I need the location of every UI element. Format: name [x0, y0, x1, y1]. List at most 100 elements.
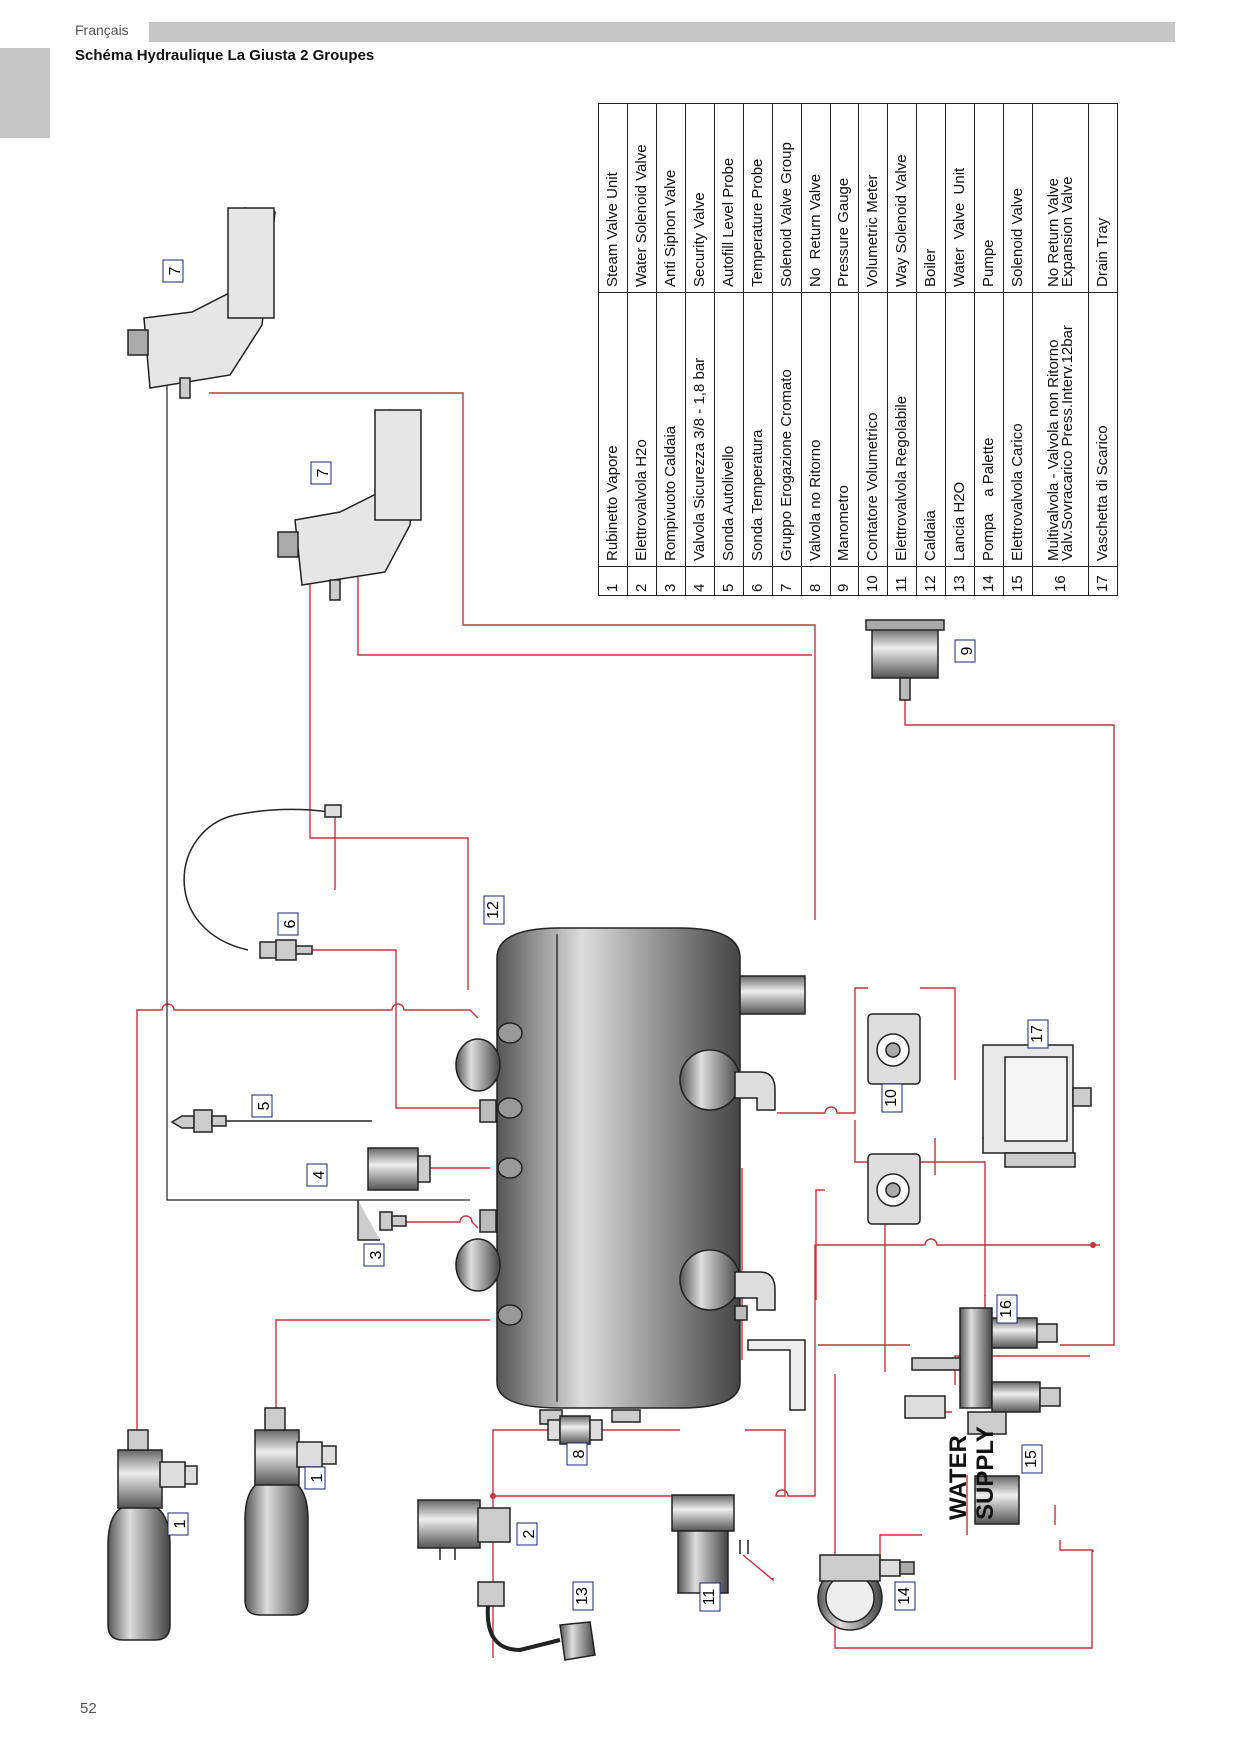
- callout-7-bottom: 7: [310, 461, 332, 485]
- legend-cell-en: Boiler: [916, 103, 946, 293]
- legend-cell-it: Multivalvola - Valvola non Ritorno Valv.…: [1032, 292, 1089, 567]
- callout-11: 11: [699, 1582, 721, 1612]
- legend-cell-n: 11: [887, 566, 917, 596]
- svg-text:5: 5: [256, 1101, 273, 1110]
- water-supply-line2: SUPPLY: [972, 1426, 999, 1520]
- legend-cell-it: Contatore Volumetrico: [858, 292, 888, 567]
- legend-cell-en: Security Valve: [685, 103, 715, 293]
- svg-text:6: 6: [282, 919, 299, 928]
- steam-valve-unit-2: [244, 1407, 337, 1616]
- water-solenoid-valve: [417, 1499, 511, 1560]
- legend-cell-it: Manometro: [830, 292, 859, 567]
- legend-cell-en: Solenoid Valve: [1003, 103, 1033, 293]
- legend-cell-it: Elettrovalvola H2o: [627, 292, 657, 567]
- svg-text:15: 15: [1023, 1450, 1040, 1468]
- callout-17: 17: [1027, 1019, 1049, 1049]
- pipes: [136, 392, 1115, 1658]
- callout-1-right: 1: [304, 1466, 326, 1490]
- svg-text:14: 14: [896, 1587, 913, 1605]
- legend-cell-n: 9: [830, 566, 859, 596]
- svg-text:8: 8: [571, 1449, 588, 1458]
- callout-7-top: 7: [162, 259, 184, 283]
- svg-text:16: 16: [998, 1300, 1015, 1318]
- svg-text:9: 9: [959, 646, 976, 655]
- callout-6: 6: [277, 912, 299, 936]
- legend-cell-it: Lancia H2O: [945, 292, 975, 567]
- legend-cell-n: 14: [974, 566, 1004, 596]
- legend-cell-it: Valvola no Ritorno: [801, 292, 830, 567]
- water-valve-unit: [477, 1581, 596, 1661]
- legend-cell-en: No Return Valve: [801, 103, 830, 293]
- svg-text:7: 7: [315, 468, 332, 477]
- svg-text:2: 2: [521, 1529, 538, 1538]
- no-return-valve: [547, 1415, 603, 1445]
- way-solenoid-valve: [671, 1494, 749, 1594]
- callouts: 7 7 9 12 6 5 4 3 10 17 16 1 1 8 2 11 15 …: [162, 259, 1049, 1612]
- svg-text:1: 1: [309, 1473, 326, 1482]
- volumetric-meter-1: [867, 1013, 921, 1085]
- legend-cell-en: Solenoid Valve Group: [772, 103, 802, 293]
- legend-cell-n: 10: [858, 566, 888, 596]
- legend-cell-en: Water Valve Unit: [945, 103, 975, 293]
- legend-cell-en: Pumpe: [974, 103, 1004, 293]
- language-label: Français: [75, 22, 129, 38]
- callout-15: 15: [1021, 1444, 1043, 1474]
- legend-cell-n: 1: [598, 566, 628, 596]
- page-title: Schéma Hydraulique La Giusta 2 Groupes: [75, 47, 375, 64]
- page-number: 52: [80, 1700, 97, 1717]
- legend-cell-n: 15: [1003, 566, 1033, 596]
- svg-text:12: 12: [485, 901, 502, 919]
- level-probe: [170, 1109, 372, 1133]
- legend-cell-n: 17: [1088, 566, 1118, 596]
- water-supply-line1: WATER: [945, 1435, 972, 1520]
- legend-cell-en: Volumetric Meter: [858, 103, 888, 293]
- legend-cell-n: 13: [945, 566, 975, 596]
- legend-cell-en: No Return Valve Expansion Valve: [1032, 103, 1089, 293]
- legend-cell-n: 12: [916, 566, 946, 596]
- callout-4: 4: [306, 1163, 328, 1187]
- legend-cell-it: Caldaia: [916, 292, 946, 567]
- security-valve: [367, 1147, 431, 1191]
- legend-cell-n: 5: [714, 566, 744, 596]
- legend-cell-en: Steam Valve Unit: [598, 103, 628, 293]
- legend-cell-n: 6: [743, 566, 773, 596]
- legend-cell-n: 3: [656, 566, 686, 596]
- legend-cell-en: Pressure Gauge: [830, 103, 859, 293]
- legend-cell-it: Vaschetta di Scarico: [1088, 292, 1118, 567]
- group-head-1: [127, 207, 276, 399]
- group-head-2: [277, 409, 422, 601]
- svg-text:17: 17: [1029, 1025, 1046, 1043]
- anti-siphon-valve: [357, 1200, 407, 1241]
- legend-cell-en: Way Solenoid Valve: [887, 103, 917, 293]
- legend-cell-n: 7: [772, 566, 802, 596]
- multivalve: [904, 1307, 1061, 1419]
- callout-13: 13: [572, 1581, 594, 1611]
- legend-cell-it: Pompa a Palette: [974, 292, 1004, 567]
- boiler: [455, 927, 806, 1425]
- legend-cell-it: Gruppo Erogazione Cromato: [772, 292, 802, 567]
- legend-cell-it: Rompivuoto Caldaia: [656, 292, 686, 567]
- svg-text:10: 10: [883, 1089, 900, 1107]
- vane-pump: [817, 1554, 915, 1631]
- drain-tray: [982, 1044, 1092, 1168]
- loading-solenoid-valve: [967, 1411, 1020, 1525]
- header-bar: [149, 22, 1175, 42]
- volumetric-meter-2: [867, 1153, 921, 1225]
- legend-cell-en: Water Solenoid Valve: [627, 103, 657, 293]
- side-tab: [0, 48, 50, 138]
- steam-valve-unit-1: [107, 1429, 198, 1641]
